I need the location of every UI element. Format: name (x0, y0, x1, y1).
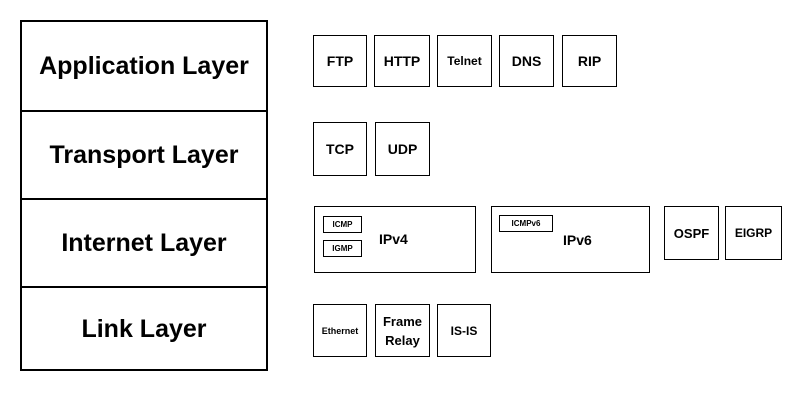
ipv4-label: IPv4 (379, 231, 408, 247)
eigrp-box: EIGRP (725, 206, 782, 260)
ipv6-box: ICMPv6 IPv6 (491, 206, 650, 273)
tcp-box: TCP (313, 122, 367, 176)
transport-layer: Transport Layer (22, 110, 266, 198)
isis-box: IS-IS (437, 304, 491, 357)
ospf-box: OSPF (664, 206, 719, 260)
udp-box: UDP (375, 122, 430, 176)
dns-box: DNS (499, 35, 554, 87)
frame-relay-box: Frame Relay (375, 304, 430, 357)
internet-layer: Internet Layer (22, 198, 266, 286)
application-layer: Application Layer (39, 51, 249, 80)
frame-relay-line1: Frame (382, 313, 423, 329)
igmp-box: IGMP (323, 240, 362, 257)
ftp-box: FTP (313, 35, 367, 87)
frame-relay-line2: Relay (385, 332, 420, 348)
icmpv6-box: ICMPv6 (499, 215, 553, 232)
ipv6-label: IPv6 (563, 232, 592, 248)
icmp-box: ICMP (323, 216, 362, 233)
telnet-box: Telnet (437, 35, 492, 87)
link-layer: Link Layer (22, 286, 266, 371)
layer-stack: Application Layer Transport Layer Intern… (20, 20, 268, 371)
ipv4-box: ICMP IGMP IPv4 (314, 206, 476, 273)
http-box: HTTP (374, 35, 430, 87)
rip-box: RIP (562, 35, 617, 87)
ethernet-box: Ethernet (313, 304, 367, 357)
